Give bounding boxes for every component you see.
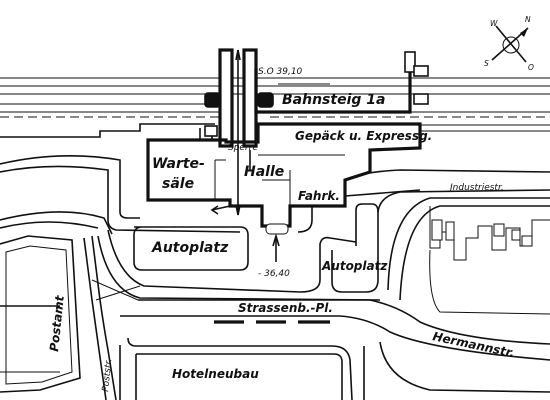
compass-s: S (484, 59, 489, 68)
compass-o: O (528, 63, 534, 72)
hermannstr-label: Hermannstr. (431, 329, 516, 360)
bahnsteig-label: Bahnsteig 1a (282, 92, 385, 108)
strassenbahn-label: Strassenb.-Pl. (238, 301, 333, 315)
industriestr-label: Jndustriestr. (448, 183, 504, 193)
autoplatz-right-label: Autoplatz (321, 259, 388, 273)
postamt-label: Postamt (47, 294, 67, 353)
postamt-block (0, 235, 81, 393)
level-bottom-label: - 36,40 (258, 269, 290, 279)
industrial-buildings (429, 206, 550, 315)
road-network (0, 155, 550, 400)
halle-label: Halle (244, 164, 284, 180)
poststr-label: Poststr. (101, 358, 114, 392)
hotel-block (135, 353, 343, 400)
level-top-label: S.O 39,10 (258, 67, 303, 77)
access-stairs (218, 48, 258, 216)
autoplatz-left-label: Autoplatz (151, 240, 229, 256)
compass-rose: N W S O (484, 15, 534, 72)
saele-label: säle (162, 176, 194, 192)
fahrk-label: Fahrk. (298, 189, 340, 203)
compass-w: W (490, 19, 498, 28)
platform-edge (0, 123, 215, 138)
sperre-label: Sperre (228, 143, 258, 153)
gepaeck-label: Gepäck u. Expressg. (295, 129, 432, 143)
hotel-label: Hotelneubau (172, 367, 259, 381)
platform-building (254, 52, 412, 114)
platform-canopy-symbol (204, 92, 274, 108)
warte-label: Warte- (152, 156, 205, 172)
compass-n: N (525, 15, 531, 24)
